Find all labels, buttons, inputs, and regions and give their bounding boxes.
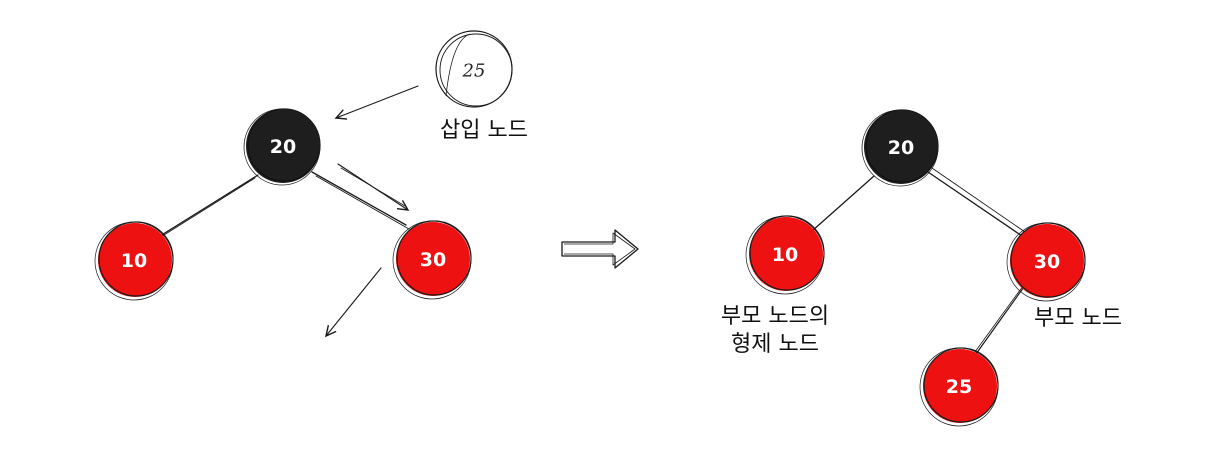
before-right-label: 30 bbox=[420, 249, 446, 271]
after-root-node: 20 bbox=[861, 109, 939, 187]
after-left-label: 10 bbox=[772, 244, 798, 266]
after-root-label: 20 bbox=[888, 137, 914, 159]
edge-right-child-after-sketch bbox=[971, 285, 1024, 357]
uncle-node-caption: 부모 노드의 형제 노드 bbox=[700, 303, 850, 359]
edge-root-left-sketch bbox=[155, 177, 256, 241]
edge-root-right-after bbox=[927, 171, 1023, 237]
after-right-label: 30 bbox=[1034, 251, 1060, 273]
before-right-node: 30 bbox=[392, 220, 472, 300]
edge-right-child-after bbox=[975, 283, 1027, 355]
before-left-node: 10 bbox=[94, 221, 174, 301]
after-left-node: 10 bbox=[745, 215, 825, 295]
inserting-node-label: 25 bbox=[462, 61, 486, 82]
insert-arrow bbox=[336, 85, 419, 118]
before-root-node: 20 bbox=[243, 108, 321, 186]
parent-node-caption: 부모 노드 bbox=[1034, 306, 1122, 331]
before-arrows bbox=[326, 85, 419, 336]
edge-root-right-after-sketch bbox=[931, 167, 1026, 233]
edge-root-left bbox=[159, 174, 259, 237]
after-edges bbox=[811, 167, 1027, 357]
edge-root-right-sketch bbox=[315, 175, 410, 230]
after-new-child-node: 25 bbox=[919, 347, 999, 427]
down-right-arrow-sketch bbox=[340, 167, 406, 207]
before-edges bbox=[155, 171, 410, 241]
uncle-caption-line2: 형제 노드 bbox=[731, 332, 819, 357]
before-root-label: 20 bbox=[270, 136, 296, 158]
down-left-arrow bbox=[326, 267, 382, 336]
edge-root-right bbox=[311, 171, 407, 226]
after-right-node: 30 bbox=[1006, 222, 1086, 302]
uncle-caption-line1: 부모 노드의 bbox=[720, 304, 830, 329]
edge-root-left-after bbox=[811, 175, 875, 232]
before-left-label: 10 bbox=[121, 250, 147, 272]
right-arrow-icon bbox=[561, 229, 639, 269]
after-new-child-label: 25 bbox=[946, 376, 972, 398]
inserting-node: 25 bbox=[435, 30, 513, 108]
insert-node-caption: 삽입 노드 bbox=[440, 118, 528, 143]
